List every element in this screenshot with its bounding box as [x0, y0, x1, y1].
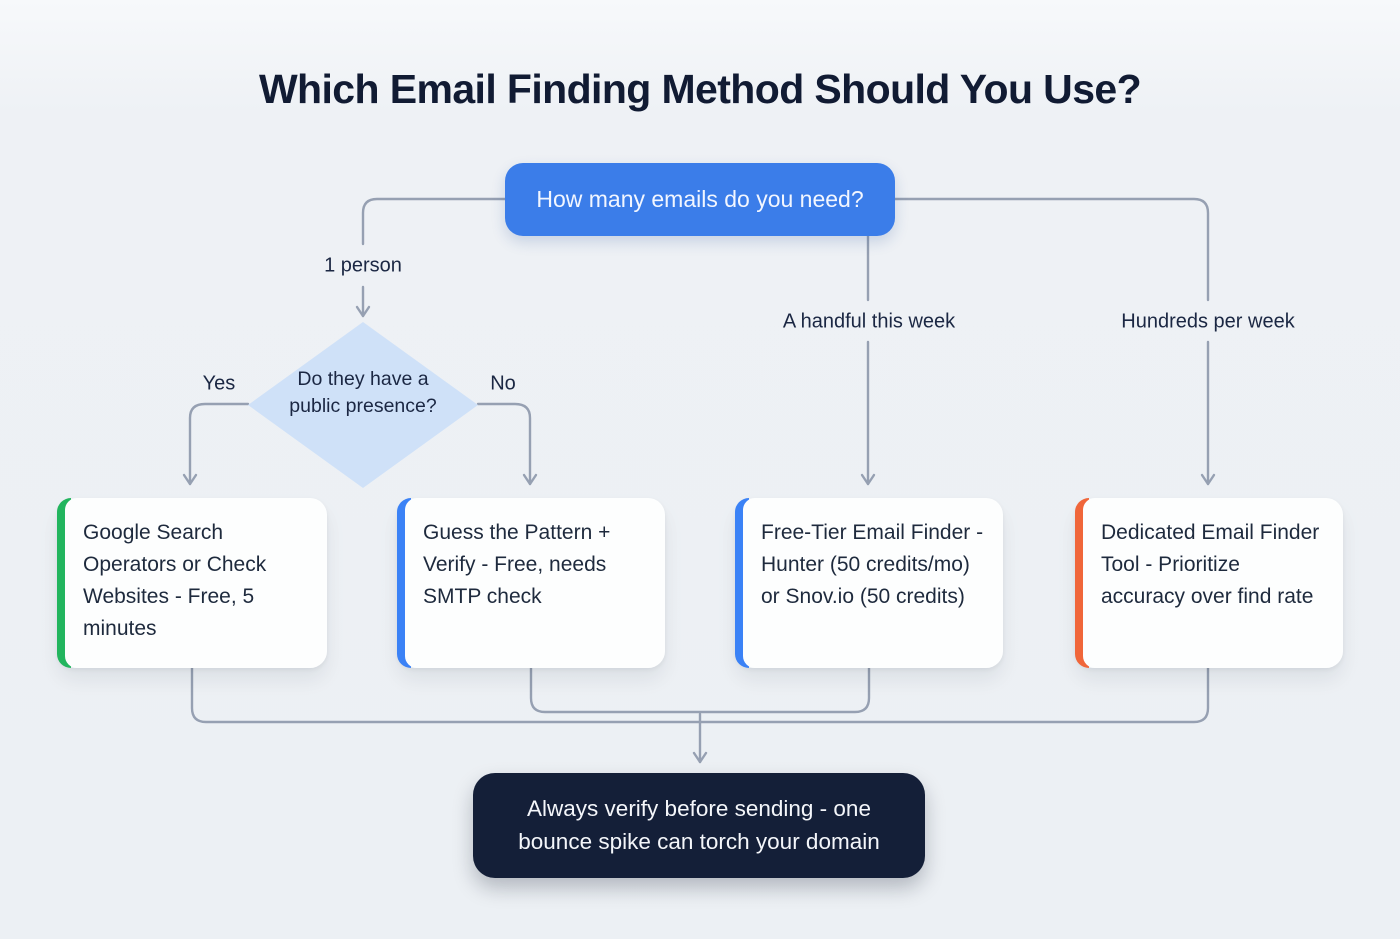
decision-yes-label: Yes: [202, 372, 236, 395]
outcome-text: Free-Tier Email Finder - Hunter (50 cred…: [743, 498, 1003, 668]
edge-root-to-hundreds: [893, 197, 1210, 302]
edge-root-to-1person: [361, 197, 507, 246]
root-question-label: How many emails do you need?: [536, 186, 864, 212]
outcome-card-google-search: Google Search Operators or Check Website…: [57, 498, 327, 668]
outcome-text: Dedicated Email Finder Tool - Prioritize…: [1083, 498, 1343, 668]
decision-no-label: No: [490, 372, 516, 395]
outcome-text: Guess the Pattern + Verify - Free, needs…: [405, 498, 665, 668]
branch-label-1-person: 1 person: [324, 254, 402, 277]
footer-warning-label: Always verify before sending - one bounc…: [518, 795, 880, 854]
edge-merge-outer: [190, 666, 1210, 724]
root-question-node: How many emails do you need?: [505, 163, 895, 236]
arrow-decision-yes: [182, 402, 250, 486]
outcome-card-free-tier-finder: Free-Tier Email Finder - Hunter (50 cred…: [735, 498, 1003, 668]
outcome-card-guess-pattern: Guess the Pattern + Verify - Free, needs…: [397, 498, 665, 668]
page-title: Which Email Finding Method Should You Us…: [258, 66, 1142, 112]
decision-label: Do they have a public presence?: [289, 368, 437, 417]
arrow-decision-no: [476, 402, 538, 486]
outcome-card-dedicated-finder: Dedicated Email Finder Tool - Prioritize…: [1075, 498, 1343, 668]
outcome-text: Google Search Operators or Check Website…: [65, 498, 327, 668]
branch-label-handful: A handful this week: [782, 310, 956, 333]
footer-warning-node: Always verify before sending - one bounc…: [473, 773, 925, 878]
branch-label-hundreds: Hundreds per week: [1121, 310, 1295, 333]
edge-merge-inner: [529, 666, 871, 714]
